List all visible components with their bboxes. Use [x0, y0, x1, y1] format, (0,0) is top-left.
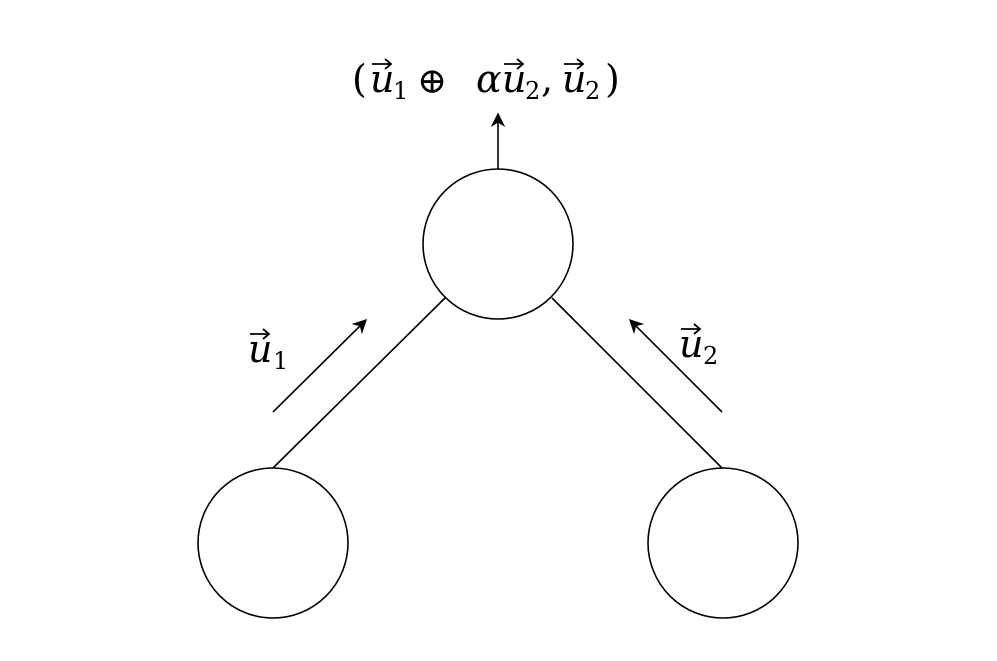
left-flow-arrow: [272, 318, 368, 413]
edge-left: [272, 297, 446, 469]
right-u2-vector-arrow: [681, 323, 702, 335]
output-label: ( u 1 ⊕ α u 2 , u 2 ): [352, 57, 620, 105]
output-u1-vector-arrow: [372, 58, 393, 70]
left-u1-vector-arrow: [250, 328, 271, 340]
left-child-node: [197, 467, 349, 619]
left-u1-subscript: 1: [273, 347, 288, 375]
edge-right: [551, 297, 723, 469]
output-close-paren: ): [605, 57, 620, 101]
output-open-paren: (: [352, 57, 367, 101]
output-alpha-symbol: α: [476, 57, 502, 101]
output-u2-subscript: 2: [525, 77, 540, 105]
root-node: [422, 168, 574, 320]
right-edge-label: u 2: [679, 322, 718, 370]
right-child-node: [647, 467, 799, 619]
output-u2b-vector-arrow: [564, 58, 585, 70]
output-u2b-subscript: 2: [585, 77, 600, 105]
right-flow-arrow: [628, 318, 723, 413]
output-u2-vector-arrow: [504, 58, 525, 70]
output-comma: ,: [541, 57, 553, 101]
output-u1-subscript: 1: [393, 77, 408, 105]
left-edge-label: u 1: [248, 327, 288, 375]
output-oplus-symbol: ⊕: [417, 61, 447, 102]
right-u2-subscript: 2: [703, 342, 718, 370]
